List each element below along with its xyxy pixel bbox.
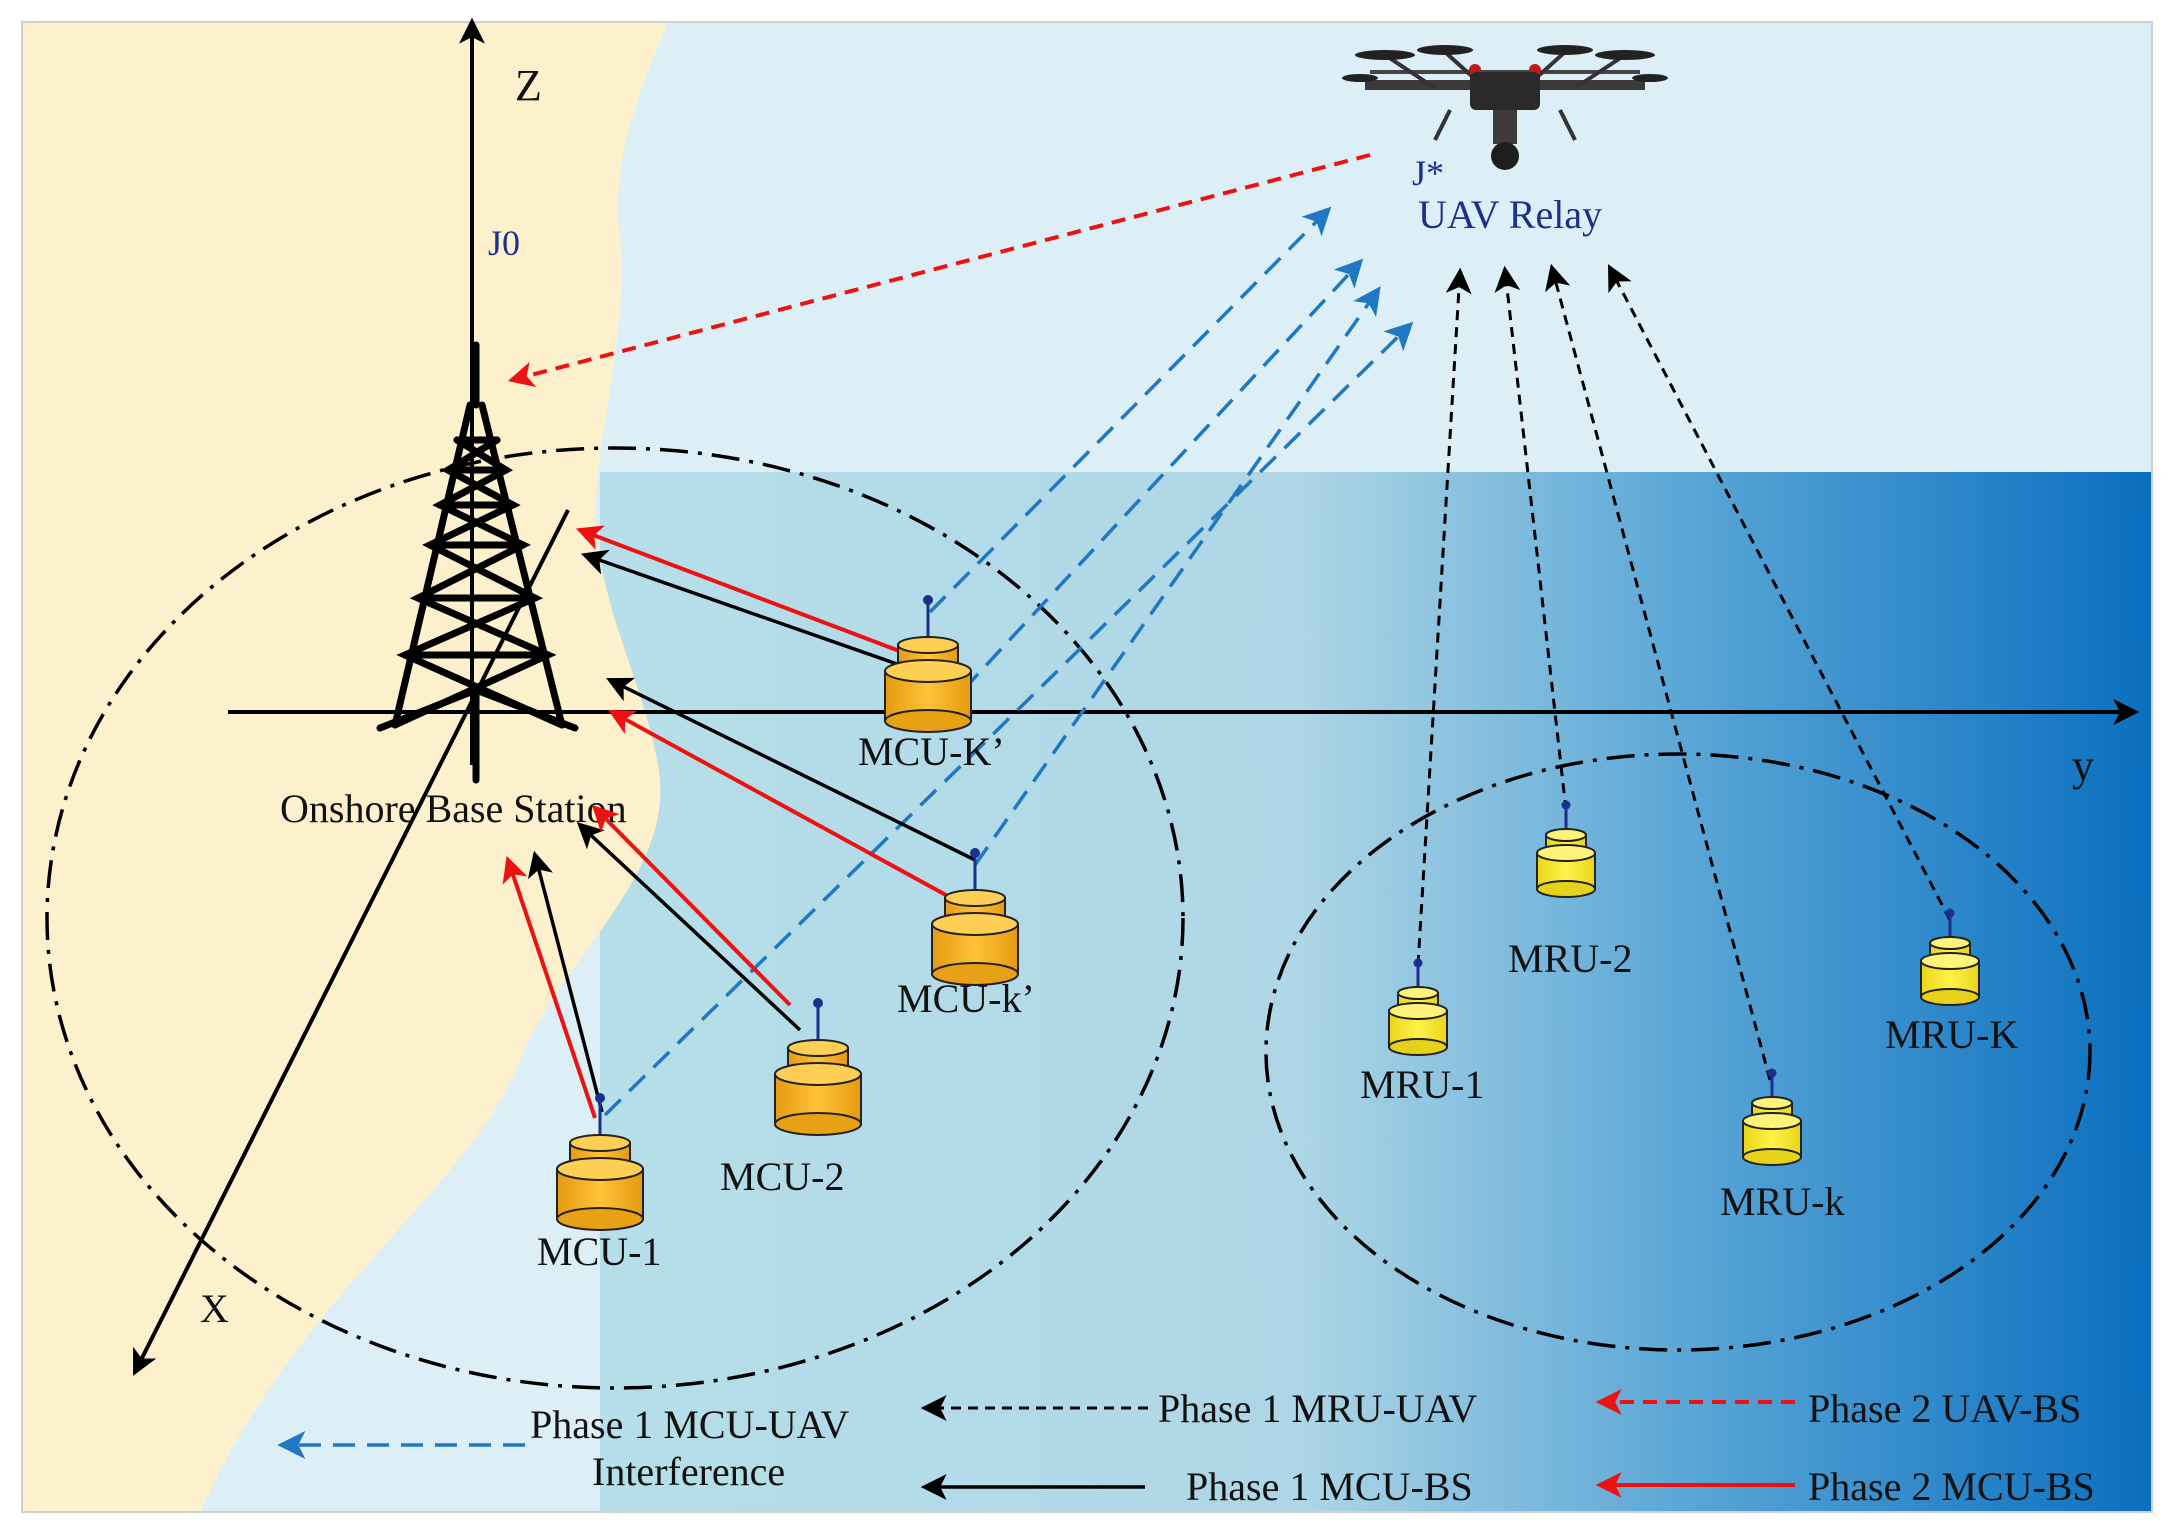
legend-mru-uav-label: Phase 1 MRU-UAV <box>1158 1386 1477 1431</box>
interference-link <box>603 321 1414 1117</box>
mru-uav-link <box>1607 264 1952 921</box>
mcu-buoy <box>556 1093 644 1231</box>
mru-buoy <box>1388 958 1448 1056</box>
mcu-bs-link-phase1 <box>580 549 921 674</box>
interference-links <box>603 206 1414 1117</box>
mcu-bs-link-phase1 <box>527 850 604 1113</box>
mru-buoy <box>1920 908 1980 1006</box>
mcu-buoy <box>931 848 1019 986</box>
frame-border <box>21 21 2153 1513</box>
interference-link <box>938 258 1364 717</box>
shore-region <box>22 22 668 1512</box>
mru-label: MRU-K <box>1885 1012 2018 1057</box>
uav-relay-label: UAV Relay <box>1418 192 1602 237</box>
mcu-bs-link-phase2 <box>608 709 956 902</box>
mru-label: MRU-k <box>1720 1179 1844 1224</box>
uav-bs-link <box>507 153 1371 388</box>
x-axis-label: X <box>200 1286 229 1331</box>
interference-link <box>973 286 1381 867</box>
mcu-bs-link-phase1 <box>576 822 802 1032</box>
mru-label: MRU-2 <box>1508 936 1632 981</box>
mcu-bs-link-phase1 <box>606 677 976 862</box>
legend-mcu-bs-phase1-label: Phase 1 MCU-BS <box>1186 1464 1473 1509</box>
mcu-label: MCU-K’ <box>858 729 1005 774</box>
uav-id-label: J* <box>1412 153 1444 193</box>
legend-interference-label: Phase 1 MCU-UAV <box>530 1402 849 1447</box>
mru-label: MRU-1 <box>1360 1062 1484 1107</box>
mcu-bs-link-phase2 <box>575 525 903 654</box>
mcu-label: MCU-2 <box>720 1154 844 1199</box>
mcu-buoy <box>774 998 862 1136</box>
mru-buoy <box>1536 800 1596 898</box>
origin-label: J0 <box>488 223 520 263</box>
legend: Phase 1 MCU-UAV Interference Phase 1 MRU… <box>277 1386 2095 1509</box>
mru-coverage-ellipse <box>1264 752 2092 1352</box>
mru-uav-link <box>1416 267 1472 966</box>
legend-mcu-bs-phase2-label: Phase 2 MCU-BS <box>1808 1464 2095 1509</box>
mcu-bs-link-phase2 <box>591 804 792 1007</box>
mcu-bs-links <box>502 525 976 1119</box>
mcu-buoy <box>884 595 972 733</box>
base-station-label: Onshore Base Station <box>280 786 627 831</box>
mcu-label: MCU-1 <box>537 1229 661 1274</box>
mru-buoy <box>1742 1068 1802 1166</box>
legend-interference-label-2: Interference <box>592 1449 785 1494</box>
mcu-bs-link-phase2 <box>502 855 597 1119</box>
legend-uav-bs-label: Phase 2 UAV-BS <box>1808 1386 2081 1431</box>
mcu-label: MCU-k’ <box>897 976 1035 1021</box>
mru-uav-link <box>1545 263 1772 1081</box>
y-axis-label: y <box>2072 741 2094 790</box>
drone-icon <box>1342 45 1668 170</box>
interference-link <box>928 206 1332 614</box>
mru-uav-link <box>1494 265 1568 811</box>
mru-uav-links <box>1416 263 1952 1081</box>
sea-region <box>600 472 2152 1512</box>
cell-tower-icon <box>376 341 579 784</box>
z-axis-label: Z <box>515 61 542 110</box>
mcu-coverage-ellipse <box>45 446 1185 1390</box>
